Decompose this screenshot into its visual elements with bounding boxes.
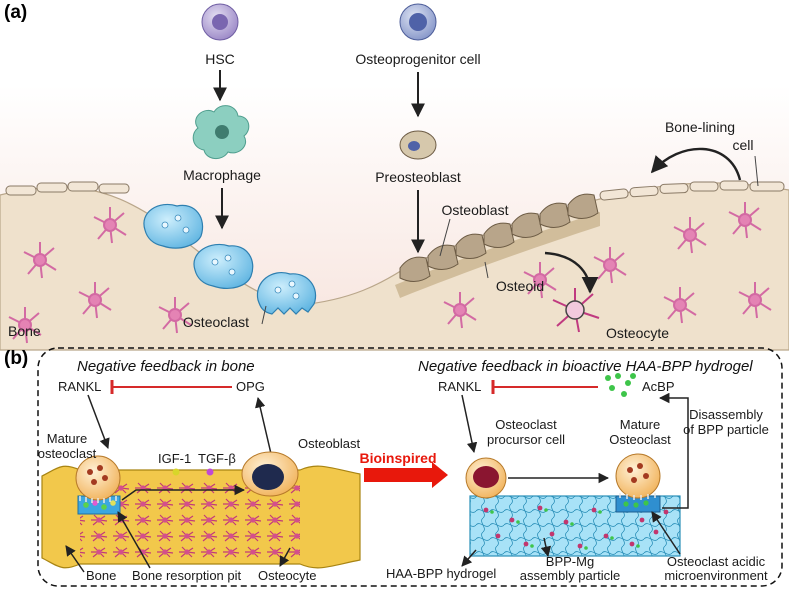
lining-cells-left <box>5 181 130 196</box>
left-mature-label-2: osteoclast <box>38 446 97 461</box>
procursor-nucleus <box>473 466 499 488</box>
left-tgf: TGF-β <box>198 451 236 466</box>
left-osteocyte-label: Osteocyte <box>258 568 317 583</box>
left-mature-label-1: Mature <box>47 431 87 446</box>
panel-a-label: (a) <box>4 2 27 23</box>
leader-acidic <box>651 511 681 555</box>
bpp-green-dots <box>490 508 640 550</box>
label-osteocyte: Osteocyte <box>606 325 669 341</box>
label-preosteoblast: Preosteoblast <box>375 169 461 185</box>
arrow-right-rankl-procursor <box>461 394 478 454</box>
osteoclasts-a <box>143 203 317 315</box>
leader-left-bone <box>65 545 85 573</box>
leader-resorption-pit <box>117 511 151 569</box>
left-opg: OPG <box>236 379 265 394</box>
acidic-label-1: Osteoclast acidic <box>667 554 766 569</box>
acidic-label-2: microenvironment <box>664 568 768 583</box>
osteoclast-nuclei-a <box>161 214 300 300</box>
left-igf: IGF-1 <box>158 451 191 466</box>
left-osteoclast-nuclei <box>87 465 108 485</box>
right-acbp: AcBP <box>642 379 675 394</box>
left-resorption-label: Bone resorption pit <box>132 568 242 583</box>
right-mature-label-1: Mature <box>620 417 660 432</box>
arrow-lining-cycle <box>650 147 742 181</box>
leader-osteoclast <box>261 305 267 325</box>
macrophage-nucleus <box>215 125 229 139</box>
panel-b: (b) Negative feedback in bone Negative f… <box>4 347 783 587</box>
bioinspired-label: Bioinspired <box>359 450 436 466</box>
osteocytes-a <box>8 202 772 344</box>
tgf-particle <box>206 468 214 476</box>
left-osteoblast-label: Osteoblast <box>298 436 361 451</box>
leader-osteoid <box>484 261 489 279</box>
right-rankl: RANKL <box>438 379 481 394</box>
procursor-label-2: procursor cell <box>487 432 565 447</box>
leader-osteoblast <box>439 218 451 257</box>
disassembly-label-1: Disassembly <box>689 407 763 422</box>
disassembly-label-2: of BPP particle <box>683 422 769 437</box>
left-mature-osteoclast <box>75 455 121 501</box>
panel-b-label: (b) <box>4 348 28 369</box>
leader-bpp <box>540 537 552 558</box>
leader-hydrogel <box>461 549 477 567</box>
arrow-osteoblast-osteocyte <box>544 251 599 294</box>
label-osteoprogenitor: Osteoprogenitor cell <box>355 51 480 67</box>
label-bone-lining-2: cell <box>732 137 753 153</box>
right-osteoclast-brush-border <box>619 493 656 500</box>
label-osteoblast: Osteoblast <box>442 202 509 218</box>
bioinspired-arrow <box>364 462 448 488</box>
left-osteoclast-brush-border <box>79 496 117 503</box>
right-mature-osteoclast <box>615 453 661 499</box>
procursor-label-1: Osteoclast <box>495 417 557 432</box>
bpp-label-2: assembly particle <box>520 568 620 583</box>
lining-cells-right <box>599 180 785 201</box>
hydrogel-label: HAA-BPP hydrogel <box>386 566 496 581</box>
left-title: Negative feedback in bone <box>77 358 255 375</box>
left-rankl: RANKL <box>58 379 101 394</box>
right-mature-label-2: Osteoclast <box>609 432 671 447</box>
right-osteoclast-nuclei <box>627 463 649 483</box>
osteoblast-row <box>399 193 599 282</box>
leader-left-osteocyte <box>279 547 291 567</box>
leader-bone-lining <box>754 155 759 187</box>
panel-b-frame <box>37 347 783 587</box>
bpp-particles <box>483 505 669 549</box>
arrow-osteoblast-opg <box>255 396 273 459</box>
arrow-pit-osteoblast <box>121 484 246 501</box>
right-title: Negative feedback in bioactive HAA-BPP h… <box>418 358 753 375</box>
left-osteoblast-nucleus <box>252 464 284 490</box>
arrow-rankl-osteoclast <box>87 394 110 449</box>
osteoid-layer <box>395 212 600 298</box>
bpp-label-1: BPP-Mg <box>546 554 594 569</box>
left-bone-label: Bone <box>86 568 116 583</box>
pit-particles <box>83 500 116 510</box>
osteoprogenitor-nucleus <box>409 13 427 31</box>
label-bone: Bone <box>8 323 41 339</box>
acidic-pit-particles <box>623 500 649 508</box>
label-bone-lining-1: Bone-lining <box>665 119 735 135</box>
osteocyte-cell <box>552 288 600 333</box>
igf-particle <box>172 468 180 476</box>
acbp-particles <box>605 373 636 397</box>
panel-a: (a) <box>0 2 789 351</box>
label-macrophage: Macrophage <box>183 167 261 183</box>
label-osteoclast: Osteoclast <box>183 314 249 330</box>
hsc-nucleus <box>212 14 228 30</box>
label-hsc: HSC <box>205 51 235 67</box>
preosteoblast-nucleus <box>408 141 420 151</box>
arrow-disassembly <box>658 392 689 509</box>
label-osteoid: Osteoid <box>496 278 544 294</box>
